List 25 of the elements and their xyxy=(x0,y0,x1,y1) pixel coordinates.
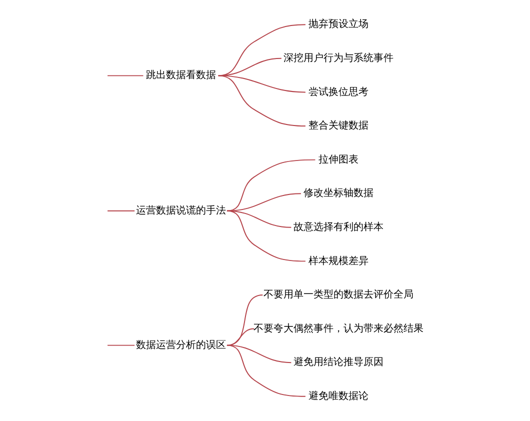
connector xyxy=(218,75,306,93)
node-text: 故意选择有利的样本 xyxy=(294,222,384,233)
node-text: 不要夸大偶然事件，认为带来必然结果 xyxy=(254,323,424,334)
node-text: 避免唯数据论 xyxy=(308,390,368,402)
connector xyxy=(226,328,254,346)
node-text: 运营数据说谎的手法 xyxy=(136,205,226,216)
connector xyxy=(226,344,306,397)
node-text: 跳出数据看数据 xyxy=(146,70,216,82)
node-text: 不要用单一类型的数据去评价全局 xyxy=(264,290,414,301)
connector xyxy=(107,344,136,346)
node-text: 尝试换位思考 xyxy=(308,86,368,98)
node-text: 整合关键数据 xyxy=(308,120,368,132)
node-text: 修改坐标轴数据 xyxy=(304,188,374,200)
connector xyxy=(226,210,306,262)
connector xyxy=(226,159,316,212)
connector xyxy=(107,75,144,76)
node-text: 深挖用户行为与系统事件 xyxy=(284,52,394,64)
node-text: 样本规模差异 xyxy=(308,256,368,267)
connector xyxy=(226,294,264,346)
node-text: 抛弃预设立场 xyxy=(308,19,368,30)
connector xyxy=(218,75,306,126)
connector xyxy=(107,210,136,212)
node-text: 数据运营分析的误区 xyxy=(136,340,226,351)
node-text: 避免用结论推导原因 xyxy=(294,357,384,368)
node-text: 拉伸图表 xyxy=(318,154,358,166)
